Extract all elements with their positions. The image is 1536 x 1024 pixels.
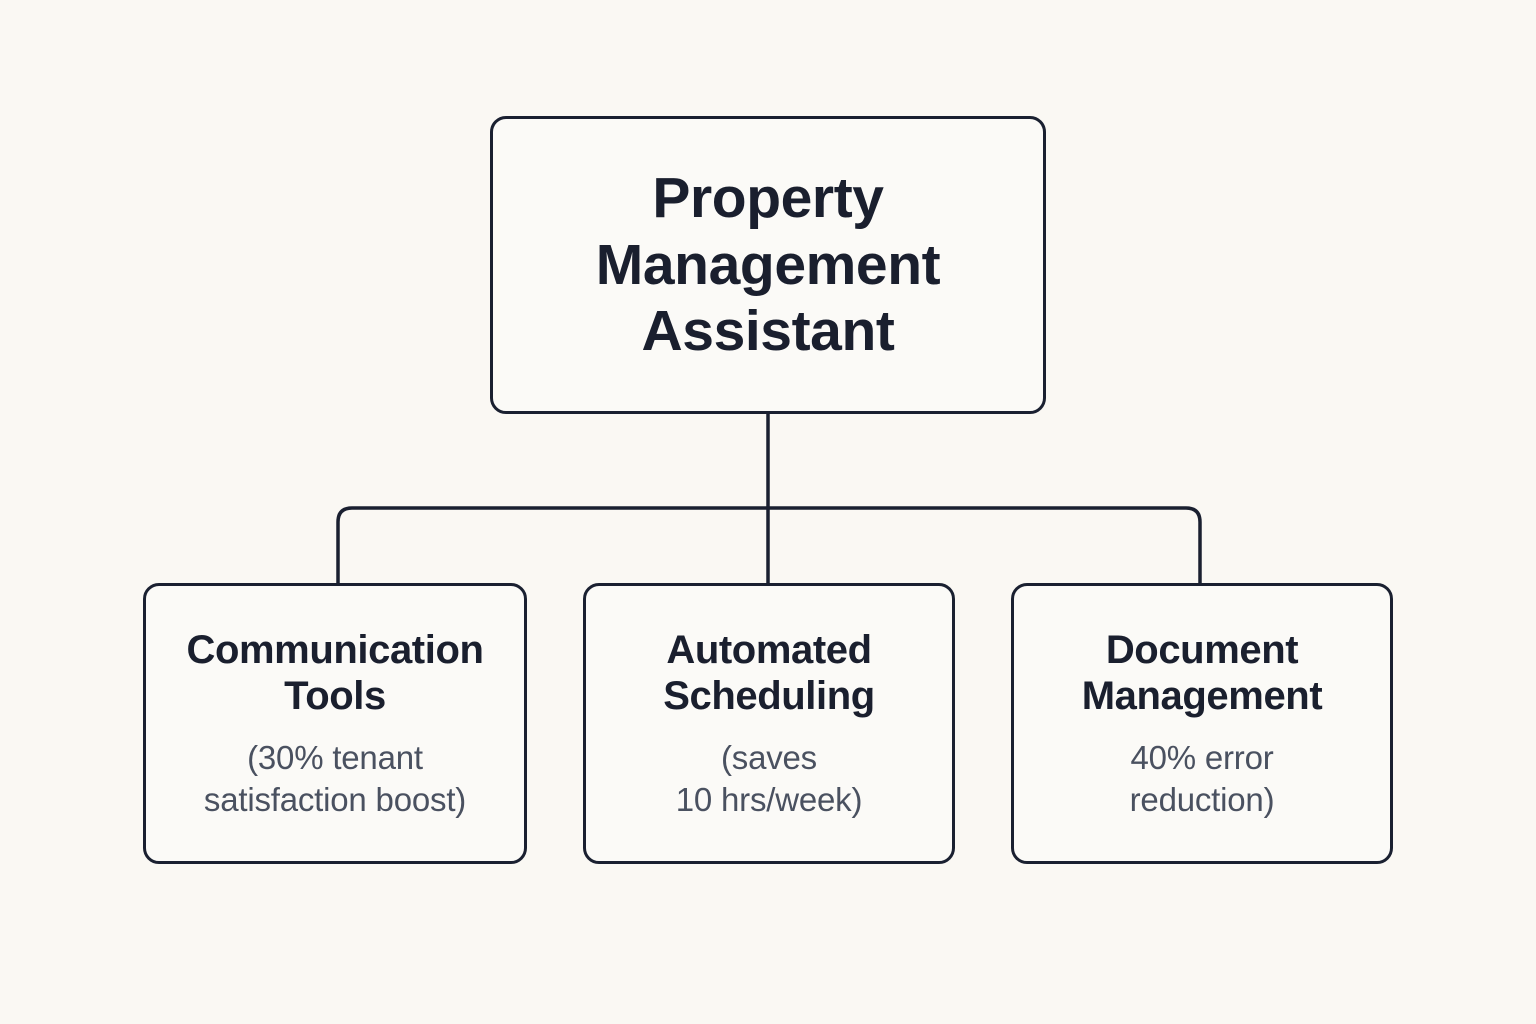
node-root[interactable]: Property Management Assistant [490, 116, 1046, 414]
node-communication-tools-title-line-2: Tools [284, 673, 386, 718]
node-document-management-title: Document Management [1082, 627, 1323, 719]
node-communication-tools-subtitle-line-2: satisfaction boost) [203, 780, 467, 818]
node-automated-scheduling-title-line-1: Automated [666, 627, 872, 672]
node-communication-tools-title: Communication Tools [186, 627, 483, 719]
node-document-management-subtitle-line-2: reduction) [1129, 780, 1275, 818]
node-root-title-line-2: Management [595, 232, 941, 297]
node-document-management[interactable]: Document Management 40% error reduction) [1011, 583, 1393, 864]
node-communication-tools-subtitle: (30% tenant satisfaction boost) [204, 737, 466, 820]
node-root-title-line-1: Property [652, 165, 884, 230]
node-communication-tools-title-line-1: Communication [186, 627, 484, 672]
node-root-title-line-3: Assistant [641, 299, 895, 364]
node-document-management-subtitle-line-1: 40% error [1130, 738, 1274, 776]
node-automated-scheduling-title: Automated Scheduling [663, 627, 875, 719]
node-root-title: Property Management Assistant [595, 165, 941, 365]
node-communication-tools[interactable]: Communication Tools (30% tenant satisfac… [143, 583, 527, 864]
node-document-management-subtitle: 40% error reduction) [1130, 737, 1275, 820]
node-automated-scheduling-title-line-2: Scheduling [663, 673, 875, 718]
node-automated-scheduling-subtitle-line-1: (saves [720, 738, 817, 776]
node-document-management-title-line-2: Management [1081, 673, 1323, 718]
node-automated-scheduling[interactable]: Automated Scheduling (saves 10 hrs/week) [583, 583, 955, 864]
node-document-management-title-line-1: Document [1105, 627, 1299, 672]
connector-bus [336, 506, 1202, 583]
node-automated-scheduling-subtitle: (saves 10 hrs/week) [676, 737, 863, 820]
node-communication-tools-subtitle-line-1: (30% tenant [247, 738, 423, 776]
node-automated-scheduling-subtitle-line-2: 10 hrs/week) [675, 780, 863, 818]
